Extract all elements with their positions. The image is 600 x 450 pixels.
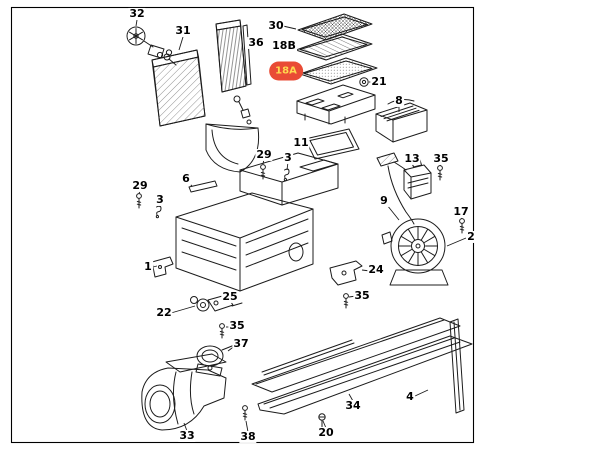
- part-label-35-3[interactable]: 35: [228, 318, 246, 333]
- part-label-30[interactable]: 30: [267, 18, 285, 33]
- part-label-25[interactable]: 25: [221, 289, 239, 304]
- part-11-seal-frame: [304, 128, 360, 160]
- part-label-2[interactable]: 2: [466, 229, 476, 244]
- part-label-18B[interactable]: 18B: [271, 38, 297, 53]
- part-8-air-intake: [375, 99, 428, 143]
- part-label-1[interactable]: 1: [143, 259, 153, 274]
- part-4-trim-strip: [449, 318, 465, 414]
- part-label-6[interactable]: 6: [181, 171, 191, 186]
- part-6-gasket: [188, 180, 218, 193]
- part-label-37[interactable]: 37: [232, 336, 250, 351]
- part-label-31[interactable]: 31: [174, 23, 192, 38]
- housing-main-box: [175, 192, 314, 292]
- part-label-38[interactable]: 38: [239, 429, 257, 444]
- part-label-8[interactable]: 8: [394, 93, 404, 108]
- part-1-bracket: [151, 256, 174, 278]
- part-31-heater-core: [151, 49, 206, 127]
- evaporator-duct: [205, 123, 260, 173]
- part-label-35-2[interactable]: 35: [353, 288, 371, 303]
- part-label-22[interactable]: 22: [155, 305, 173, 320]
- part-label-29[interactable]: 29: [255, 147, 273, 162]
- part-24-bracket: [329, 260, 363, 286]
- part-label-3[interactable]: 3: [283, 150, 293, 165]
- connector-plug: [376, 152, 415, 225]
- part-label-13[interactable]: 13: [403, 151, 421, 166]
- part-label-35[interactable]: 35: [432, 151, 450, 166]
- part-label-9[interactable]: 9: [379, 193, 389, 208]
- part-label-21[interactable]: 21: [370, 74, 388, 89]
- part-34-floor-duct: [251, 317, 473, 415]
- part-18a-filter-element: [299, 57, 378, 85]
- part-21-grommet: [359, 77, 369, 87]
- part-label-4[interactable]: 4: [405, 389, 415, 404]
- part-20-plug: [318, 413, 326, 428]
- part-label-34[interactable]: 34: [344, 398, 362, 413]
- part-label-32[interactable]: 32: [128, 6, 146, 21]
- part-33-footwell-duct: [141, 353, 227, 431]
- part-label-18A[interactable]: 18A: [269, 61, 303, 81]
- part-label-11[interactable]: 11: [292, 135, 310, 150]
- part-label-29-2[interactable]: 29: [131, 178, 149, 193]
- part-label-33[interactable]: 33: [178, 428, 196, 443]
- part-36-evaporator: [215, 19, 252, 125]
- part-30-filter-lid: [297, 13, 373, 41]
- part-label-20[interactable]: 20: [317, 425, 335, 440]
- part-9-blower-motor: [381, 218, 449, 286]
- part-label-3-2[interactable]: 3: [155, 192, 165, 207]
- part-label-24[interactable]: 24: [367, 262, 385, 277]
- part-label-36[interactable]: 36: [247, 35, 265, 50]
- part-18b-filter-element: [295, 33, 373, 61]
- part-13-resistor: [403, 159, 432, 200]
- filter-housing-tray: [296, 84, 376, 125]
- part-label-17[interactable]: 17: [452, 204, 470, 219]
- leader-lines: [135, 19, 467, 433]
